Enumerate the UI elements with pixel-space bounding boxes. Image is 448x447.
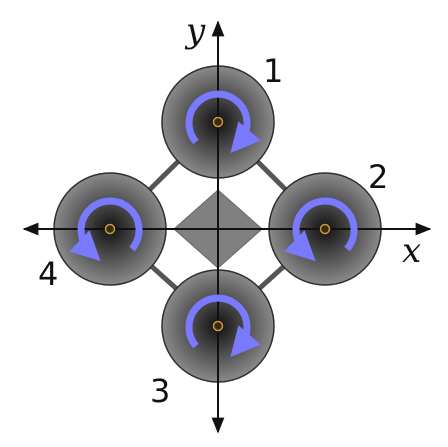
rotor-4-label: 4	[38, 255, 58, 293]
y-axis-label: y	[184, 11, 206, 51]
rotor-1-label: 1	[263, 52, 283, 90]
rotor-1-clockwise-arrow-icon	[185, 90, 261, 154]
rotor-2-hub	[319, 223, 331, 235]
rotor-4-counterclockwise-arrow-icon	[69, 197, 143, 262]
spin-arrows	[69, 90, 358, 358]
rotor-4-hub	[104, 223, 116, 235]
rotor-3-label: 3	[150, 372, 170, 410]
rotor-1-hub	[212, 116, 224, 128]
rotor-3-clockwise-arrow-icon	[185, 294, 261, 358]
rotor-2-counterclockwise-arrow-icon	[284, 197, 358, 262]
rotor-2-label: 2	[368, 158, 388, 196]
rotor-3-hub	[212, 320, 224, 332]
rotor-hubs	[104, 116, 331, 332]
x-axis-label: x	[402, 231, 421, 271]
